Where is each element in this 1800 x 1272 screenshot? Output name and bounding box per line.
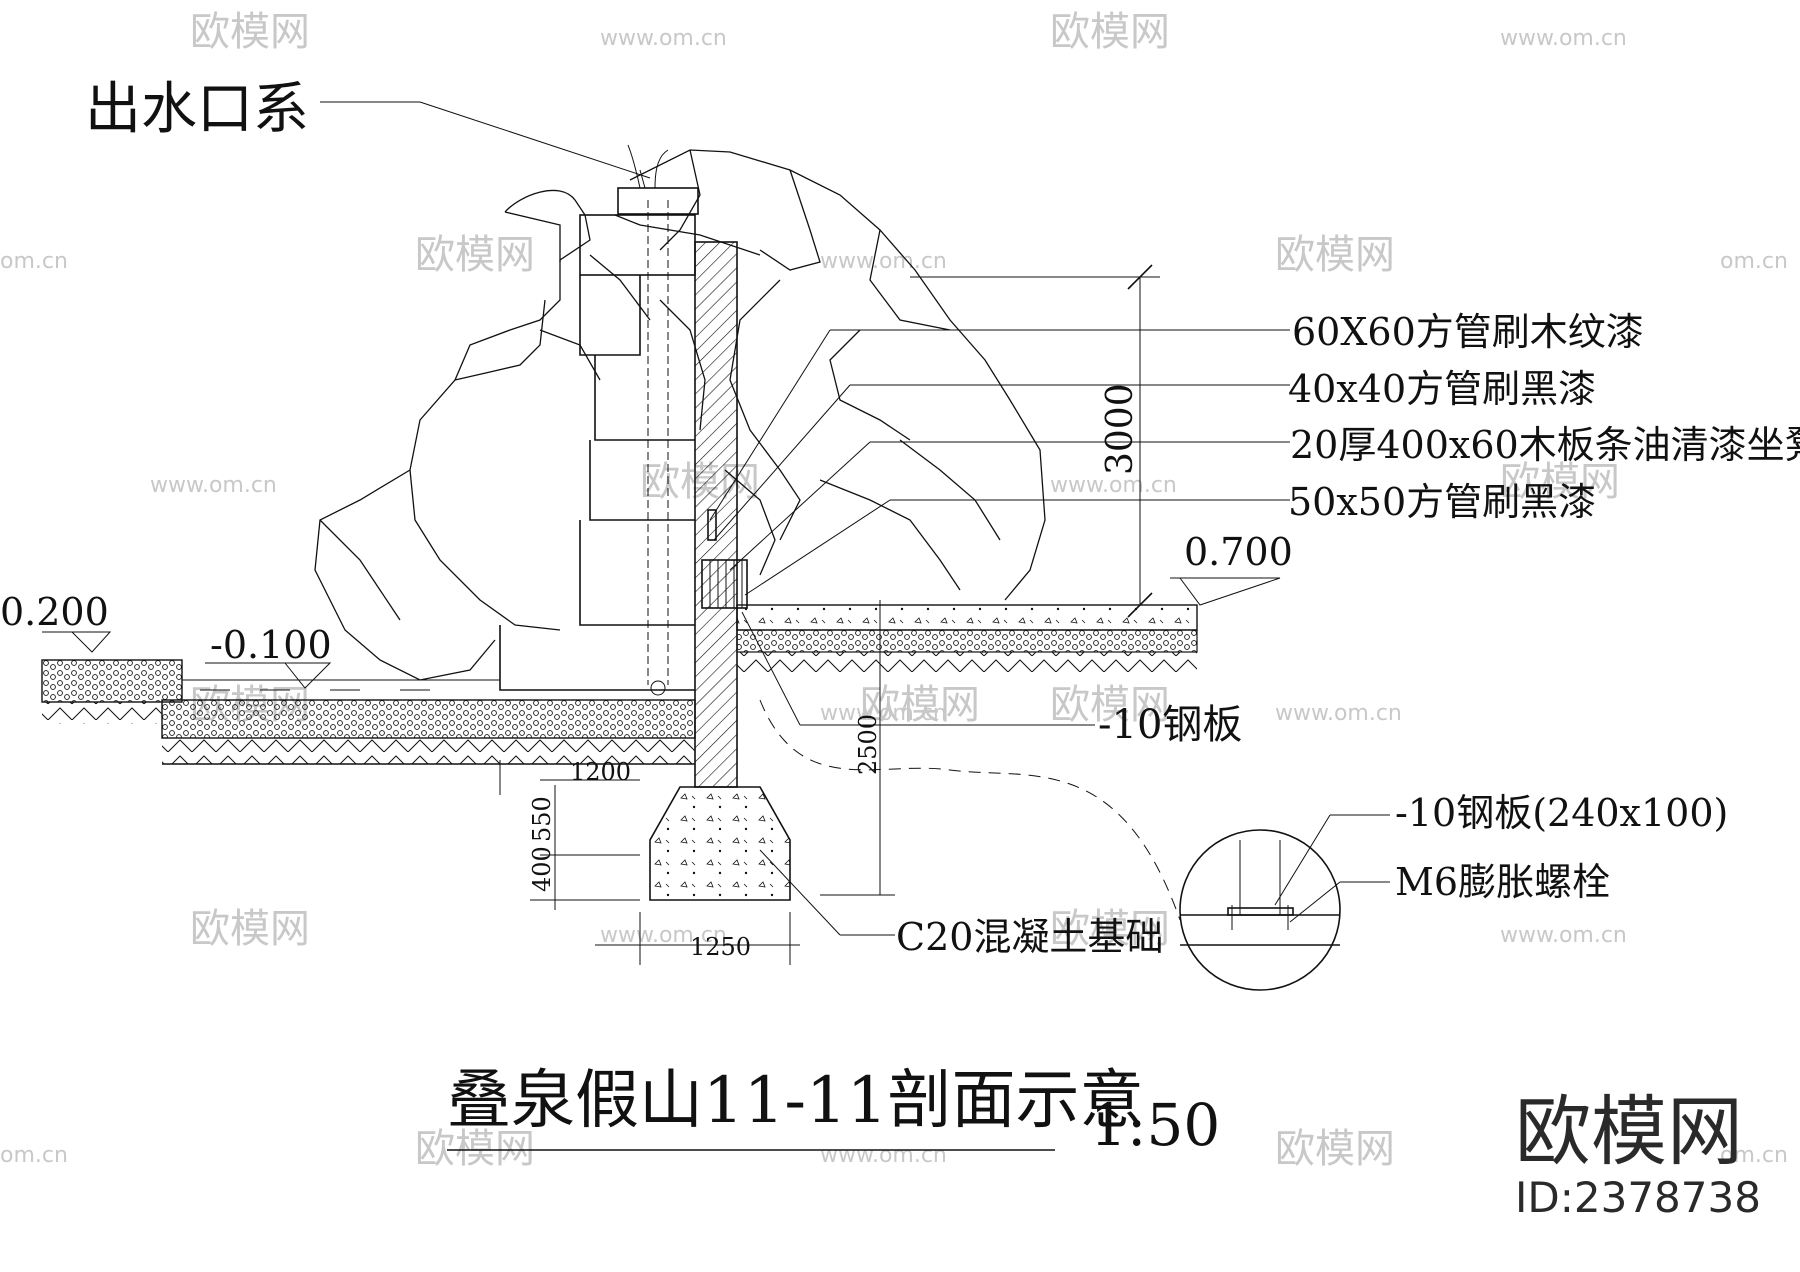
elevation-water: -0.100	[210, 623, 332, 667]
drawing-title: 叠泉假山11-11剖面示意	[447, 1064, 1144, 1138]
elevation-left: 0.200	[0, 590, 109, 634]
dim-height-total: 3000	[1100, 383, 1141, 475]
watermark-brand: 欧模网	[1050, 682, 1170, 728]
watermark-brand: 欧模网	[190, 9, 310, 55]
watermark-url: www.om.cn	[600, 26, 727, 51]
callout-square-tube-40: 40x40方管刷黑漆	[1288, 367, 1596, 411]
watermark-brand: 欧模网	[415, 1126, 535, 1172]
watermark-url: www.om.cn	[820, 701, 947, 726]
watermark-url: www.om.cn	[1500, 923, 1627, 948]
callout-steel-plate: -10钢板	[1098, 702, 1242, 748]
dimension-lines	[499, 264, 1160, 965]
drawing-scale: 1:50	[1090, 1091, 1220, 1159]
watermark-url: www.om.cn	[1500, 26, 1627, 51]
watermark-brand: 欧模网	[1050, 906, 1170, 952]
seat-frame	[701, 509, 748, 609]
excavation-line	[759, 699, 1181, 921]
callout-square-tube-60: 60X60方管刷木纹漆	[1292, 310, 1644, 354]
watermark-url: www.om.cn	[1275, 701, 1402, 726]
watermark-url: www.om.cn	[820, 1143, 947, 1168]
detail-circle	[1179, 829, 1341, 991]
dim-1250: 1250	[690, 933, 751, 961]
callout-square-tube-50: 50x50方管刷黑漆	[1288, 480, 1596, 524]
callout-concrete-footing: C20混凝土基础	[896, 915, 1163, 959]
watermark-brand: 欧模网	[190, 906, 310, 952]
rockery-outline	[314, 149, 1046, 681]
watermark-url: om.cn	[0, 1143, 68, 1168]
ground-left	[41, 659, 696, 765]
cascade-wall	[499, 144, 699, 696]
concrete-footing	[649, 786, 791, 901]
watermark-url: www.om.cn	[600, 923, 727, 948]
detail-callout-steel-plate: -10钢板(240x100)	[1395, 791, 1728, 835]
watermark-brand: 欧模网	[1275, 1126, 1395, 1172]
watermark-layer: 欧模网欧模网欧模网欧模网欧模网欧模网欧模网欧模网欧模网欧模网欧模网欧模网欧模网w…	[0, 9, 1788, 1172]
callout-wood-bench: 20厚400x60木板条油清漆坐凳	[1290, 423, 1800, 467]
watermark-brand: 欧模网	[1500, 459, 1620, 505]
brand-logo-text: 欧模网	[1515, 1087, 1743, 1176]
watermark-url: www.om.cn	[820, 249, 947, 274]
dim-550: 550	[528, 796, 556, 842]
brand-id: ID:2378738	[1515, 1173, 1761, 1222]
elevation-markers	[42, 577, 1281, 689]
watermark-brand: 欧模网	[415, 232, 535, 278]
dim-400: 400	[528, 846, 556, 892]
elevation-right: 0.700	[1184, 530, 1293, 574]
leader-lines	[320, 101, 1390, 936]
ground-right	[736, 604, 1198, 674]
watermark-url: om.cn	[1720, 1143, 1788, 1168]
watermark-url: www.om.cn	[150, 473, 277, 498]
watermark-brand: 欧模网	[1050, 9, 1170, 55]
dim-footing-depth: 2500	[854, 714, 882, 775]
outlet-label: 出水口系	[85, 77, 309, 142]
detail-callout-anchor-bolt: M6膨胀螺栓	[1395, 860, 1610, 904]
dim-1200: 1200	[570, 758, 631, 786]
watermark-brand: 欧模网	[1275, 232, 1395, 278]
watermark-url: om.cn	[1720, 249, 1788, 274]
watermark-url: www.om.cn	[1050, 473, 1177, 498]
watermark-url: om.cn	[0, 249, 68, 274]
